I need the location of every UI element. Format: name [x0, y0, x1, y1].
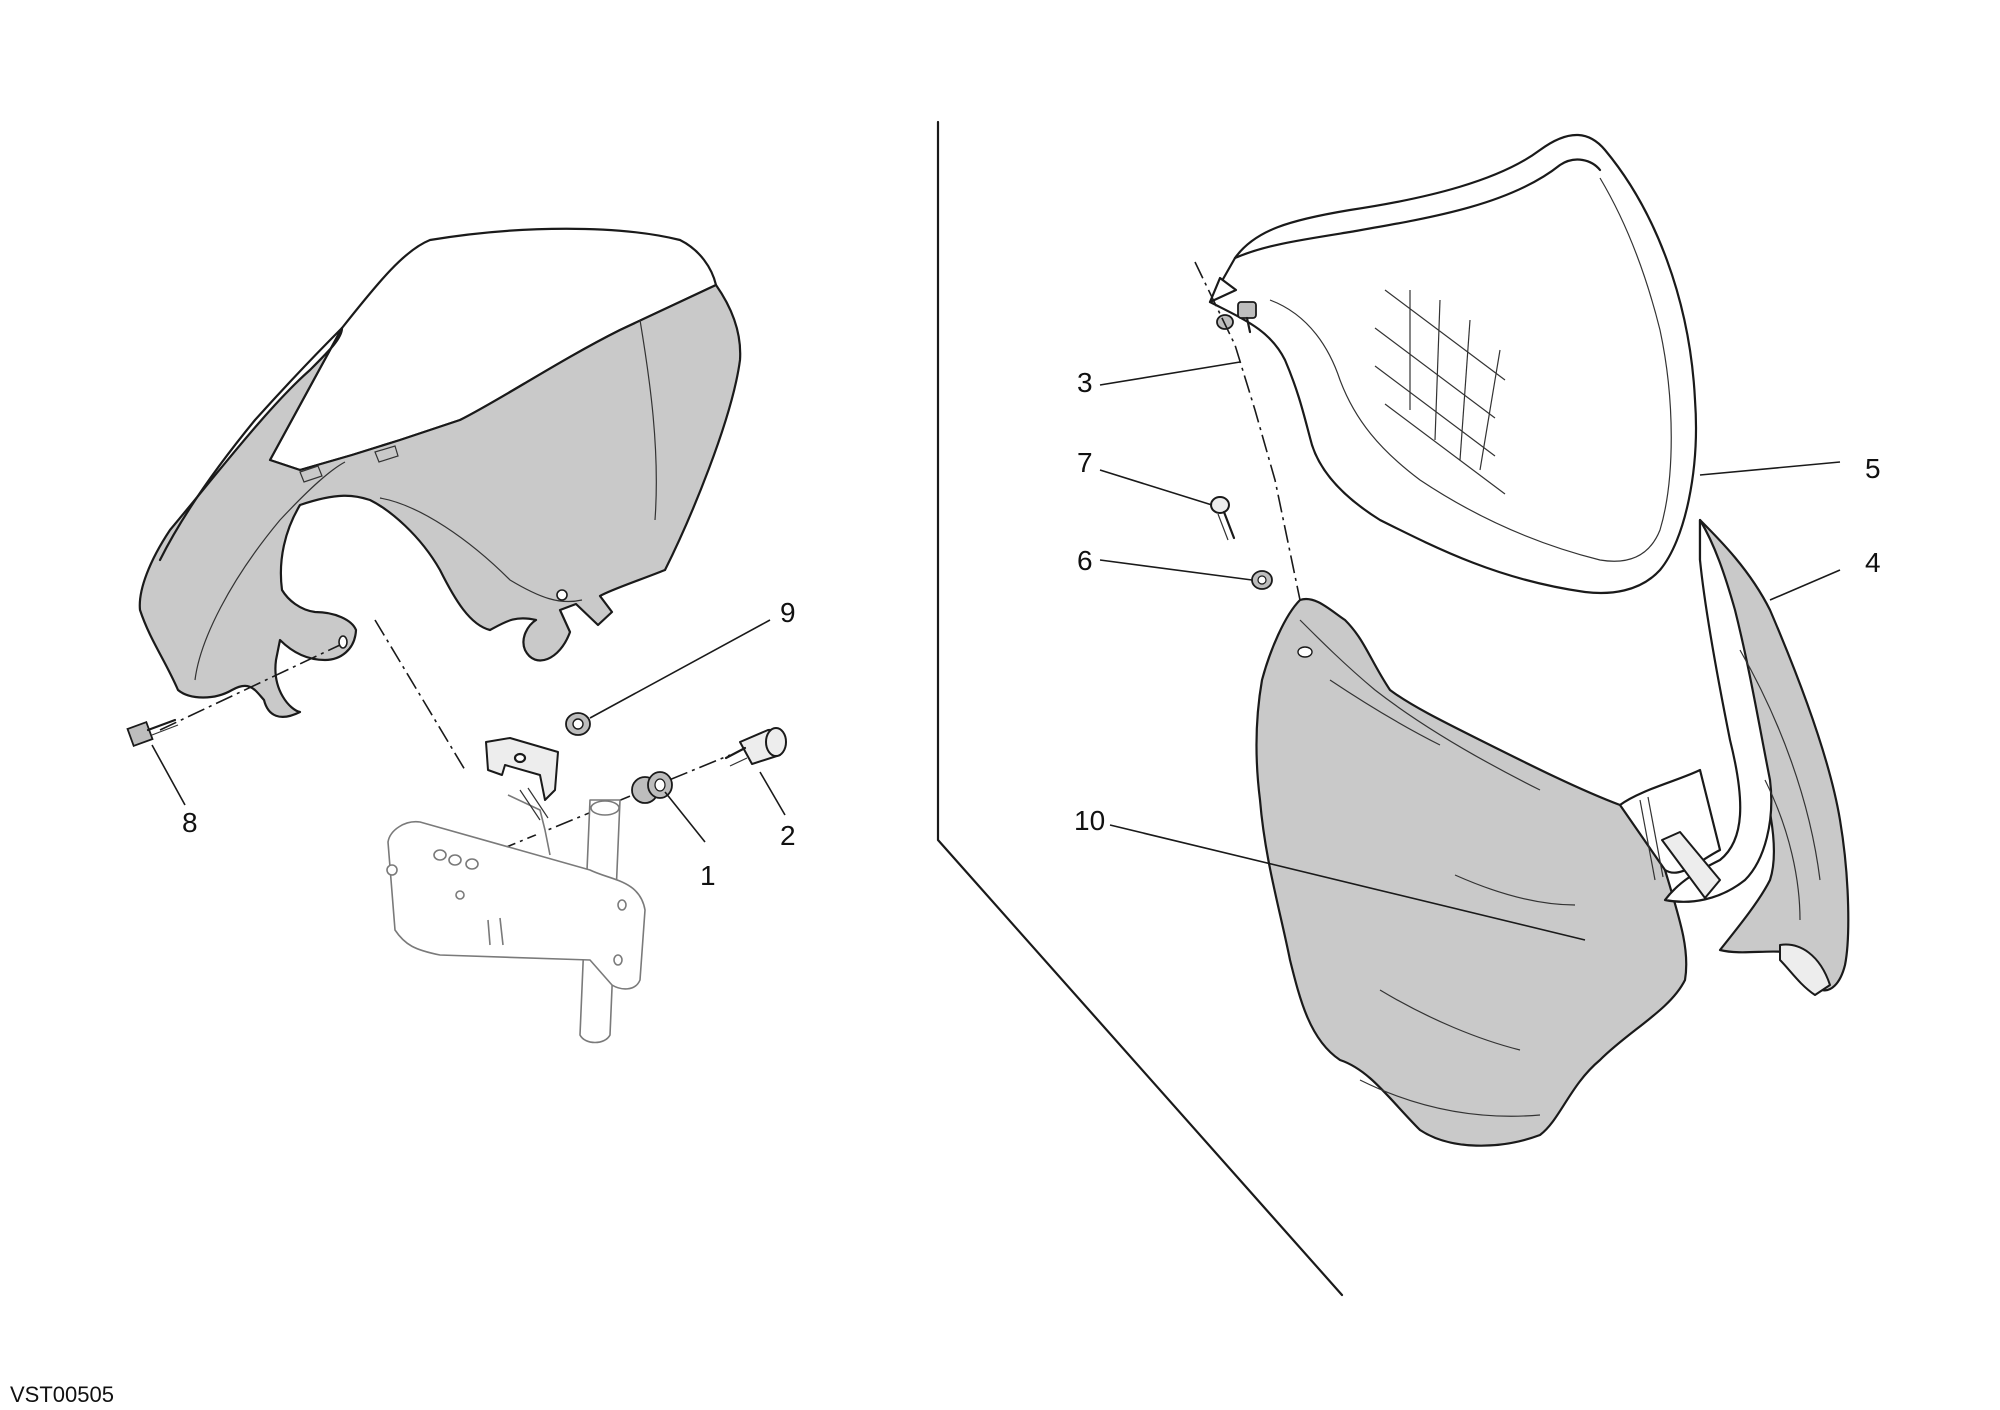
right-view	[1099, 133, 1850, 1147]
nut-9	[565, 712, 591, 736]
screw-3	[1216, 301, 1257, 334]
callout-3: 3	[1077, 367, 1093, 398]
callout-4: 4	[1865, 547, 1881, 578]
cowl-10	[1255, 597, 1722, 1147]
windscreen-5	[1208, 133, 1698, 595]
callout-1: 1	[700, 860, 716, 891]
screw-7	[1210, 496, 1236, 541]
leader-6	[1099, 559, 1253, 581]
left-view	[126, 227, 787, 1044]
leader-7	[1099, 469, 1213, 506]
fairing-side-hole	[338, 635, 348, 649]
assembly-line-bracket	[374, 619, 466, 771]
fairing-inner-line-2	[639, 319, 657, 521]
leader-3	[1099, 361, 1241, 386]
screw-2	[724, 727, 787, 767]
windscreen-marking	[1374, 289, 1506, 495]
fairing-tab-hole	[556, 589, 568, 601]
l-bracket	[485, 737, 559, 821]
fairing-slot-2	[374, 445, 399, 463]
callout-2: 2	[780, 820, 796, 851]
callout-5: 5	[1865, 453, 1881, 484]
fairing-assembly	[138, 227, 742, 718]
callout-6: 6	[1077, 545, 1093, 576]
nut-6	[1251, 570, 1273, 590]
callout-10: 10	[1074, 805, 1105, 836]
callout-9: 9	[780, 597, 796, 628]
leader-1	[664, 791, 706, 843]
leader-5	[1699, 461, 1841, 476]
side-panel-4	[1661, 518, 1850, 996]
bracket-tube-top	[590, 800, 620, 816]
leader-4	[1769, 569, 1841, 601]
fairing-inner-line	[379, 497, 583, 603]
spacer-1	[631, 771, 673, 804]
fairing-cowl	[138, 283, 742, 718]
assembly-line-screw-8	[159, 644, 341, 731]
fairing-slot-1	[299, 465, 323, 483]
leader-9	[589, 619, 771, 719]
leader-8	[151, 744, 186, 806]
cowl-hole	[1297, 646, 1313, 658]
fairing-inner-edge	[194, 461, 346, 681]
callout-7: 7	[1077, 447, 1093, 478]
leader-10	[1109, 824, 1586, 941]
screw-8	[126, 718, 179, 748]
assembly-line-windscreen	[1194, 261, 1321, 681]
drawing-code: VST00505	[10, 1382, 114, 1407]
view-divider	[936, 120, 1344, 1297]
fairing-rim	[158, 326, 344, 562]
callout-8: 8	[182, 807, 198, 838]
mounting-bracket	[386, 794, 646, 1044]
callout-numbers: 1 2 3 4 5 6 7 8 9 10	[182, 367, 1881, 891]
leader-2	[759, 771, 786, 816]
